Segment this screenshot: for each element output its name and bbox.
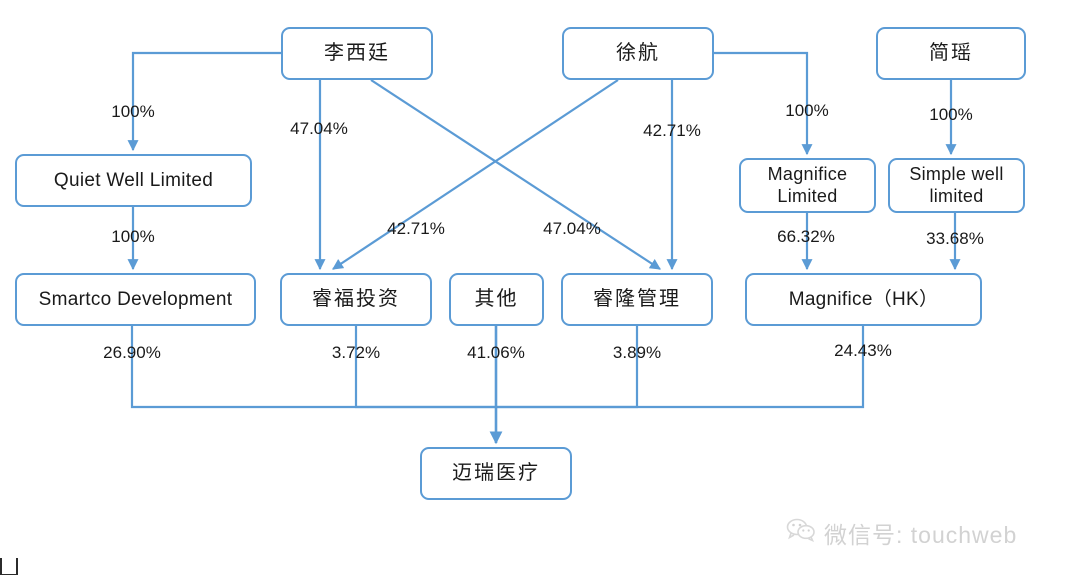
edge-xu-to-ruifu (332, 79, 619, 270)
node-xu-hang[interactable]: 徐航 (562, 27, 714, 80)
edge-label-li-ruifu: 47.04% (290, 119, 348, 138)
edge-li-to-ruilong (370, 79, 661, 270)
node-magnifice-hk[interactable]: Magnifice（HK） (745, 273, 982, 326)
node-mindray-medical[interactable]: 迈瑞医疗 (420, 447, 572, 500)
node-magnifice-limited[interactable]: Magnifice Limited (739, 158, 876, 213)
edge-ruilong-to-bus (496, 326, 639, 409)
corner-artifact (0, 558, 18, 575)
edge-label-smartco-mindray: 26.90% (103, 343, 161, 362)
edge-ruifu-to-bus (354, 326, 496, 409)
edge-label-magnifice-hk: 66.32% (777, 227, 835, 246)
wechat-icon (786, 518, 816, 548)
node-quiet-well-limited[interactable]: Quiet Well Limited (15, 154, 252, 207)
node-ruilong-management[interactable]: 睿隆管理 (561, 273, 713, 326)
edge-hk-to-bus (496, 326, 865, 409)
watermark-text: 微信号: touchweb (824, 522, 1018, 548)
edge-label-ruilong-mindray: 3.89% (612, 343, 662, 362)
edge-label-xu-magnifice: 100% (785, 101, 829, 120)
edge-label-simple-hk: 33.68% (926, 229, 984, 248)
edge-label-ruifu-mindray: 3.72% (331, 343, 381, 362)
watermark: 微信号: touchweb (786, 516, 1017, 550)
edge-label-jian-simple: 100% (929, 105, 973, 124)
edge-label-li-quiet: 100% (111, 102, 155, 121)
node-li-xiting[interactable]: 李西廷 (281, 27, 433, 80)
edge-li-to-quiet (127, 51, 281, 152)
edge-label-xu-ruilong: 42.71% (643, 121, 701, 140)
node-jian-yao[interactable]: 简瑶 (876, 27, 1026, 80)
node-smartco-development[interactable]: Smartco Development (15, 273, 256, 326)
node-simple-well-limited[interactable]: Simple well limited (888, 158, 1025, 213)
edge-label-xu-ruifu: 42.71% (387, 219, 445, 238)
edge-label-quiet-smartco: 100% (111, 227, 155, 246)
edge-label-hk-mindray: 24.43% (834, 341, 892, 360)
edge-label-qita-mindray: 41.06% (467, 343, 525, 362)
edge-smartco-to-bus (130, 326, 496, 409)
node-others[interactable]: 其他 (449, 273, 544, 326)
node-ruifu-investment[interactable]: 睿福投资 (280, 273, 432, 326)
edge-label-li-ruilong: 47.04% (543, 219, 601, 238)
edge-xu-to-magnifice (714, 51, 813, 156)
